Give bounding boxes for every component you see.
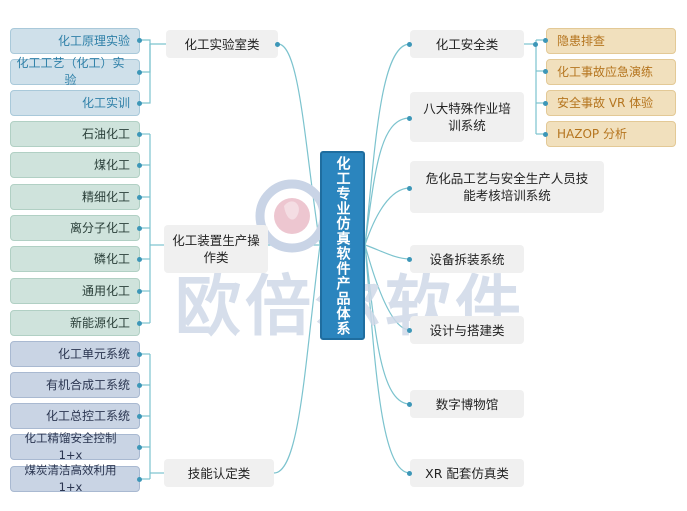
connector-dot xyxy=(407,42,412,47)
connector-dot xyxy=(407,402,412,407)
leaf-lab-3[interactable]: 化工实训 xyxy=(10,90,140,116)
connector-dot xyxy=(533,42,538,47)
leaf-skill-2[interactable]: 有机合成工系统 xyxy=(10,372,140,398)
leaf-safety-2[interactable]: 化工事故应急演练 xyxy=(546,59,676,85)
connector-dot xyxy=(275,42,280,47)
leaf-skill-1[interactable]: 化工单元系统 xyxy=(10,341,140,367)
connector-dot xyxy=(137,101,142,106)
connector-dot xyxy=(407,116,412,121)
leaf-device-4[interactable]: 离分子化工 xyxy=(10,215,140,241)
connector-dot xyxy=(137,195,142,200)
connector-dot xyxy=(137,477,142,482)
connector-dot xyxy=(137,289,142,294)
connector-dot xyxy=(137,163,142,168)
item-special-operations[interactable]: 八大特殊作业培训系统 xyxy=(410,92,524,142)
connector-dot xyxy=(407,186,412,191)
leaf-device-6[interactable]: 通用化工 xyxy=(10,278,140,304)
center-title[interactable]: 化工专业仿真软件产品体系 xyxy=(320,151,365,340)
item-equipment-disassembly[interactable]: 设备拆装系统 xyxy=(410,245,524,273)
leaf-device-5[interactable]: 磷化工 xyxy=(10,246,140,272)
leaf-device-2[interactable]: 煤化工 xyxy=(10,152,140,178)
item-chem-safety[interactable]: 化工安全类 xyxy=(410,30,524,58)
connector-dot xyxy=(407,471,412,476)
leaf-skill-3[interactable]: 化工总控工系统 xyxy=(10,403,140,429)
connector-dot xyxy=(137,257,142,262)
leaf-lab-2[interactable]: 化工工艺（化工）实验 xyxy=(10,56,140,87)
connector-dot xyxy=(137,445,142,450)
leaf-lab-1[interactable]: 化工原理实验 xyxy=(10,28,140,54)
leaf-skill-5[interactable]: 煤炭清洁高效利用 1+x xyxy=(10,463,140,494)
item-digital-museum[interactable]: 数字博物馆 xyxy=(410,390,524,418)
group-device-operation[interactable]: 化工装置生产操作类 xyxy=(164,225,268,273)
connector-dot xyxy=(137,321,142,326)
leaf-safety-1[interactable]: 隐患排查 xyxy=(546,28,676,54)
leaf-device-7[interactable]: 新能源化工 xyxy=(10,310,140,336)
connector-dot xyxy=(137,414,142,419)
connector-dot xyxy=(543,132,548,137)
connector-dot xyxy=(407,257,412,262)
connector-dot xyxy=(137,70,142,75)
connector-dot xyxy=(543,38,548,43)
leaf-device-3[interactable]: 精细化工 xyxy=(10,184,140,210)
connector-dot xyxy=(137,383,142,388)
item-xr-simulation[interactable]: XR 配套仿真类 xyxy=(410,459,524,487)
connector-dot xyxy=(407,328,412,333)
leaf-device-1[interactable]: 石油化工 xyxy=(10,121,140,147)
group-lab[interactable]: 化工实验室类 xyxy=(166,30,278,58)
item-hazchem-assessment[interactable]: 危化品工艺与安全生产人员技能考核培训系统 xyxy=(410,161,604,213)
connector-dot xyxy=(543,101,548,106)
connector-dot xyxy=(137,38,142,43)
leaf-skill-4[interactable]: 化工精馏安全控制 1+x xyxy=(10,431,140,462)
connector-dot xyxy=(137,226,142,231)
leaf-safety-4[interactable]: HAZOP 分析 xyxy=(546,121,676,147)
connector-dot xyxy=(543,69,548,74)
connector-dot xyxy=(137,132,142,137)
group-skill-certification[interactable]: 技能认定类 xyxy=(164,459,274,487)
item-design-build[interactable]: 设计与搭建类 xyxy=(410,316,524,344)
connector-dot xyxy=(137,352,142,357)
leaf-safety-3[interactable]: 安全事故 VR 体验 xyxy=(546,90,676,116)
